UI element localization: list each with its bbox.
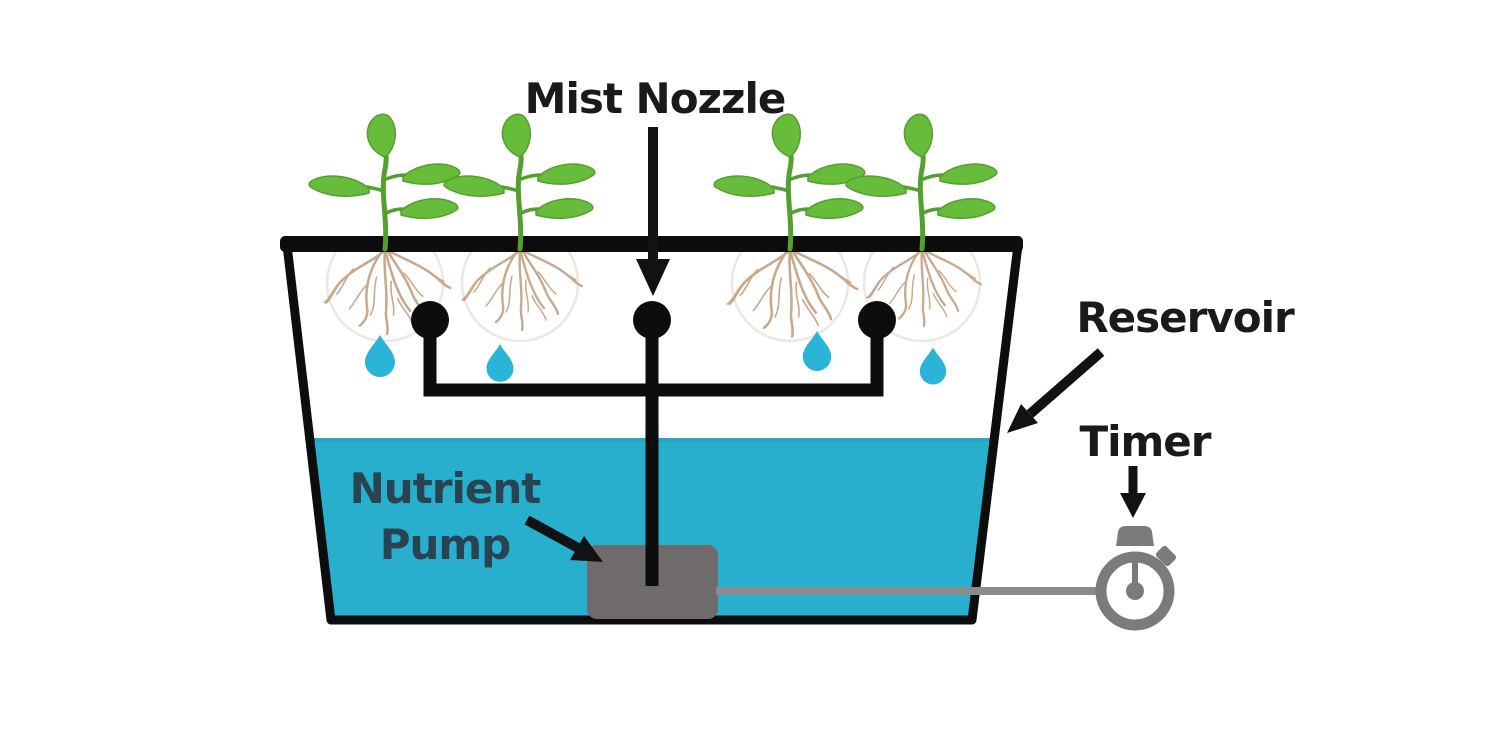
mist-nozzle-dot <box>411 301 449 339</box>
nutrient-pump-arrowhead <box>570 536 603 562</box>
stopwatch-icon <box>1095 526 1177 631</box>
reservoir-walls <box>282 240 1023 625</box>
stopwatch-side-button <box>1155 545 1177 567</box>
plant <box>309 114 460 249</box>
reservoir-arrowhead <box>1007 404 1038 433</box>
stopwatch-pivot <box>1126 582 1144 600</box>
mist-nozzles <box>411 301 896 339</box>
timer-arrowhead <box>1120 493 1146 518</box>
plant <box>444 114 595 249</box>
timer-label: Timer <box>1079 417 1211 466</box>
plant <box>714 114 865 249</box>
nutrient-pump-arrow <box>524 515 583 554</box>
reservoir-arrow <box>1026 348 1105 418</box>
plant <box>846 114 997 249</box>
nutrient-pump-label-line1: Nutrient <box>349 464 542 513</box>
mist-nozzle-dot <box>633 301 671 339</box>
mist-nozzle-label: Mist Nozzle <box>524 74 787 123</box>
stopwatch-top-button <box>1116 526 1154 546</box>
mist-nozzle-dot <box>858 301 896 339</box>
mist-nozzle-arrowhead <box>636 259 670 296</box>
annotation-arrows <box>524 127 1146 562</box>
reservoir-label: Reservoir <box>1076 293 1294 342</box>
nutrient-pump-label-line2: Pump <box>379 520 512 569</box>
nutrient-pump-label: Nutrient Pump <box>330 461 560 573</box>
